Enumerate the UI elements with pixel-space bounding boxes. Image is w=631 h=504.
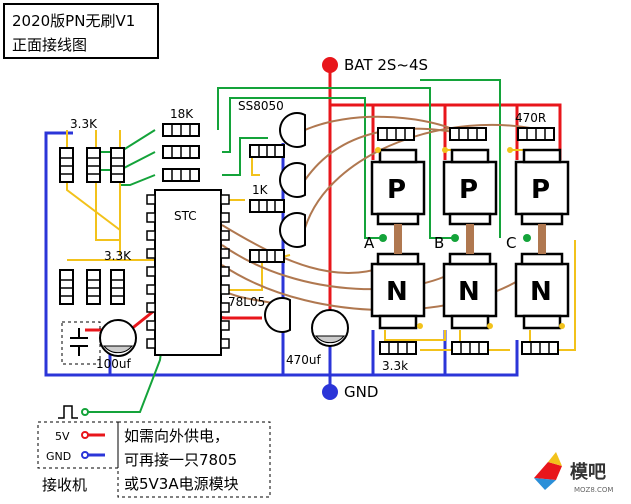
p-label-3: P [531, 175, 550, 205]
r18k-label: 18K [170, 107, 194, 121]
n-mosfets [370, 252, 570, 330]
transistor-1 [279, 112, 306, 148]
transistors [264, 112, 306, 333]
gnd-small-label: GND [46, 450, 71, 463]
site-logo: 模吧 MOZ8.COM [534, 452, 613, 494]
r3k3-bottom-label: 3.3k [382, 359, 408, 373]
regulator-78l05 [264, 297, 291, 333]
v5-label: 5V [55, 430, 70, 443]
receiver-label: 接收机 [42, 476, 87, 494]
title-box [3, 3, 159, 59]
p-label-2: P [459, 175, 478, 205]
transistor-2 [279, 162, 306, 198]
cap470-label: 470uf [286, 353, 322, 367]
logo-subtext: MOZ8.COM [574, 486, 613, 494]
resistor-3k3-b [86, 147, 101, 183]
resistor-3k3-a [59, 147, 74, 183]
note-line3: 或5V3A电源模块 [124, 475, 239, 493]
receiver-box [37, 421, 119, 469]
resistor-3k3-f [110, 269, 125, 305]
ceramic-cap [70, 328, 88, 356]
p-mosfets [370, 148, 570, 226]
ss8050-label: SS8050 [238, 99, 284, 113]
resistor-3k3-e [86, 269, 101, 305]
note-line1: 如需向外供电， [124, 427, 229, 445]
resistor-bands [60, 124, 550, 354]
stc-label: STC [174, 209, 197, 223]
n-label-1: N [386, 277, 408, 307]
note-line2: 可再接一只7805 [124, 451, 237, 469]
phase-c-label: C [506, 234, 516, 252]
resistor-3k3-c [110, 147, 125, 183]
title-line2: 正面接线图 [12, 36, 87, 54]
r3k3-top-label: 3.3K [70, 117, 98, 131]
p-label-1: P [387, 175, 406, 205]
logo-text: 模吧 [570, 461, 606, 483]
phase-links [394, 224, 546, 254]
stc-chip [146, 189, 230, 356]
n-label-3: N [530, 277, 552, 307]
ceramic-cap-box [61, 321, 101, 365]
pwm-pulse-icon [58, 405, 78, 419]
r3k3-mid-label: 3.3K [104, 249, 132, 263]
capacitor-100uf [99, 319, 137, 357]
r1k-label: 1K [252, 183, 269, 197]
regulator-label: 78L05 [228, 295, 265, 309]
bat-label: BAT 2S~4S [344, 56, 428, 74]
note-box [117, 421, 271, 498]
capacitor-470uf [311, 309, 349, 347]
phase-b-label: B [434, 234, 444, 252]
resistor-3k3-d [59, 269, 74, 305]
n-label-2: N [458, 277, 480, 307]
phase-a-label: A [364, 234, 375, 252]
title-line1: 2020版PN无刷V1 [12, 12, 135, 30]
r470-label: 470R [515, 111, 546, 125]
transistor-3 [279, 212, 306, 248]
junction-dots [81, 57, 565, 459]
gnd-label: GND [344, 383, 378, 401]
cap100-label: 100uf [96, 357, 132, 371]
